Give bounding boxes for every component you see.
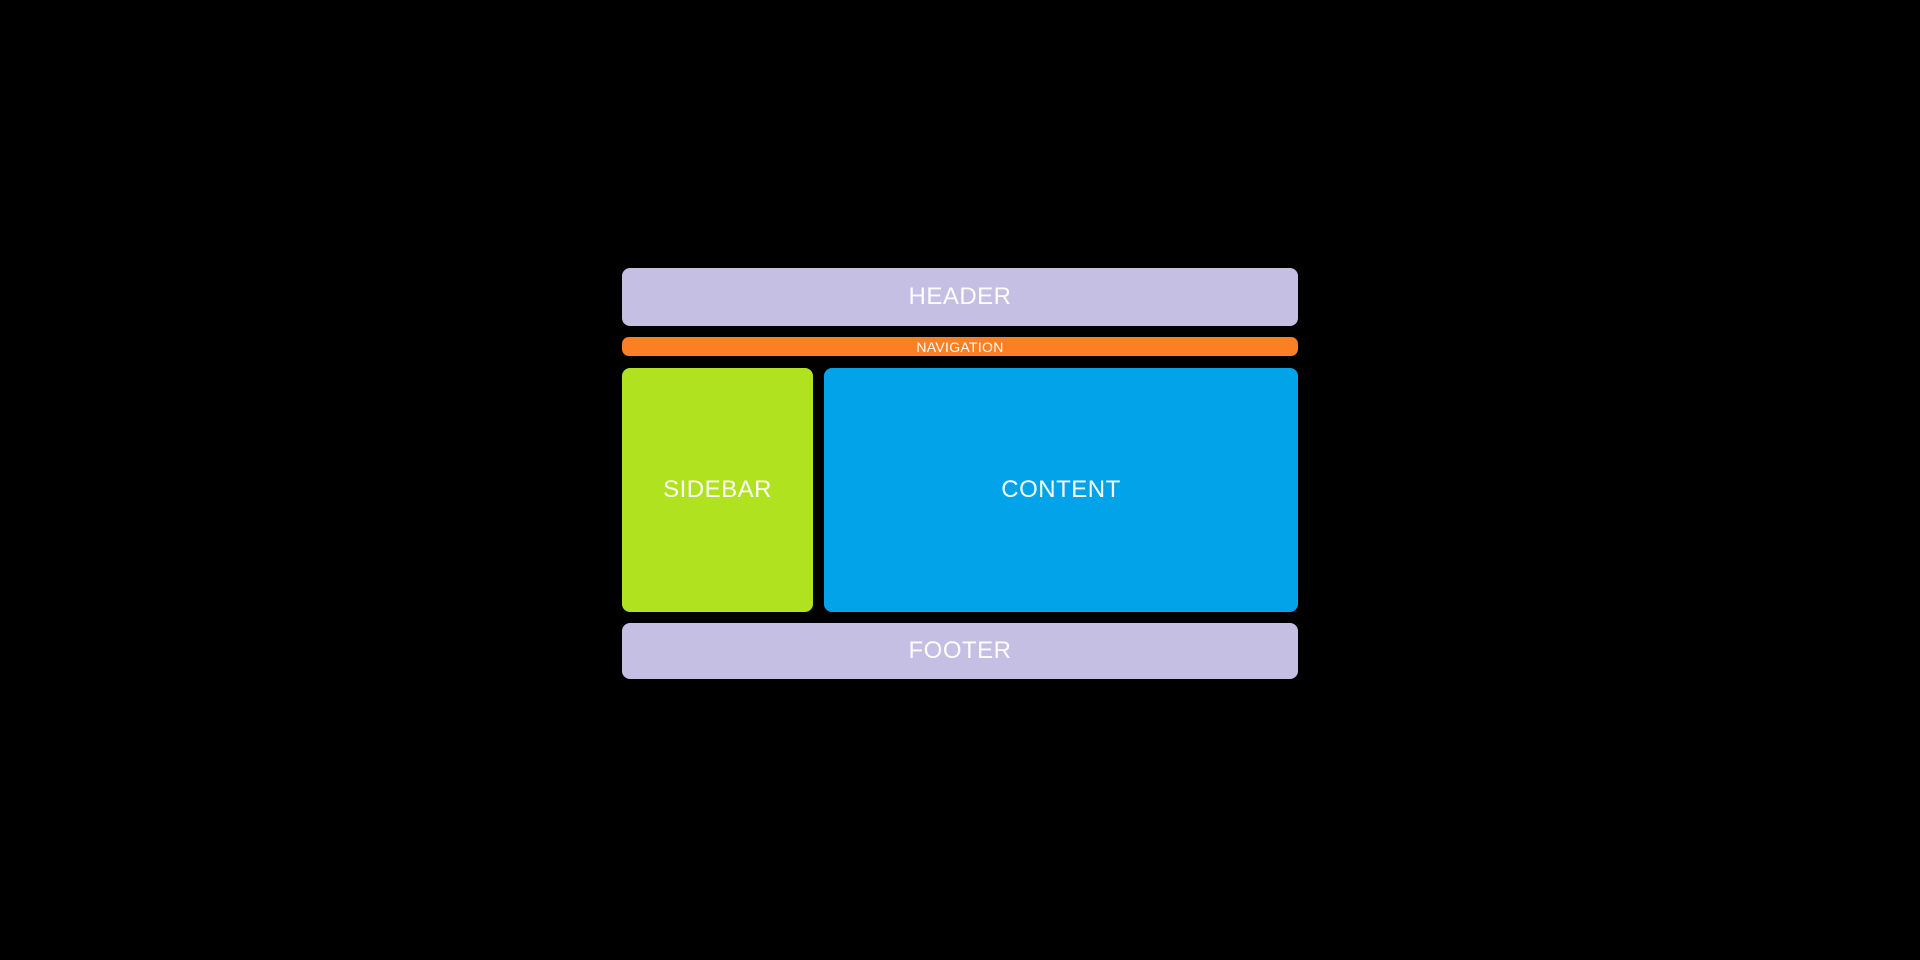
header-label: HEADER xyxy=(908,283,1012,310)
content-block: CONTENT xyxy=(824,368,1298,612)
footer-label: FOOTER xyxy=(908,637,1012,664)
navigation-block: NAVIGATION xyxy=(622,337,1298,356)
sidebar-block: SIDEBAR xyxy=(622,368,813,612)
main-row: SIDEBAR CONTENT xyxy=(622,368,1298,612)
footer-block: FOOTER xyxy=(622,623,1298,679)
header-block: HEADER xyxy=(622,268,1298,326)
navigation-label: NAVIGATION xyxy=(916,338,1004,355)
content-label: CONTENT xyxy=(1001,476,1121,503)
layout-diagram: HEADER NAVIGATION SIDEBAR CONTENT FOOTER xyxy=(622,268,1298,679)
sidebar-label: SIDEBAR xyxy=(663,476,772,503)
